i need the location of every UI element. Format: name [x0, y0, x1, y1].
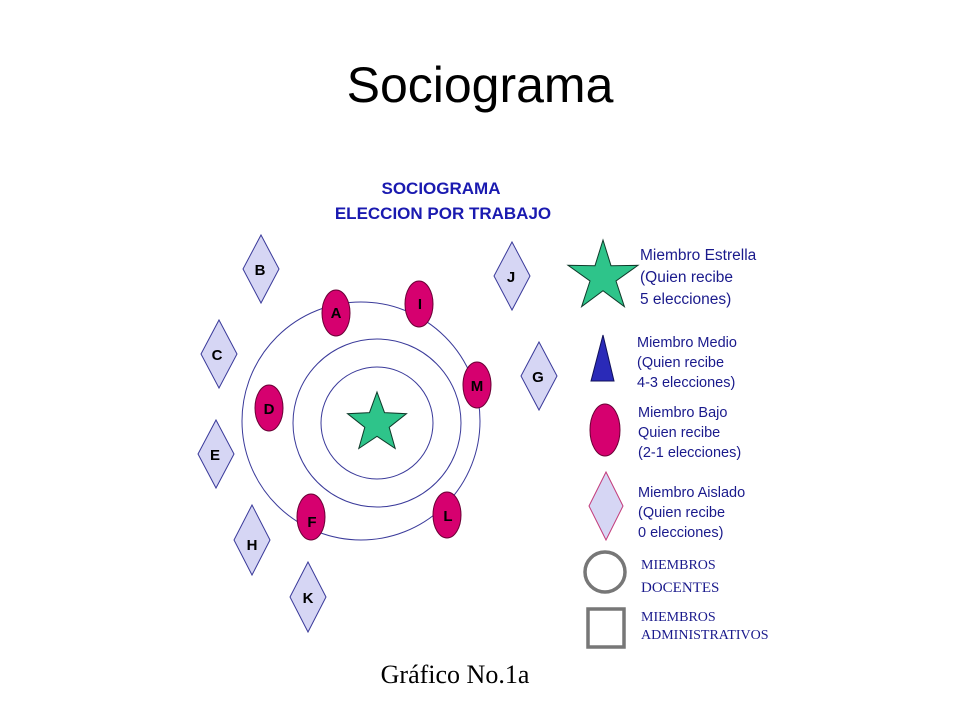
isolated-member-node-k: K	[289, 560, 327, 634]
legend-low-line3: (2-1 elecciones)	[638, 445, 741, 461]
figure-caption: Gráfico No.1a	[380, 660, 530, 689]
ellipse-icon	[321, 289, 351, 337]
outer-ring	[241, 301, 481, 541]
legend-item-star: Miembro Estrella (Quien recibe 5 eleccio…	[566, 238, 757, 309]
legend-admin-line1: MIEMBROS	[641, 610, 716, 625]
inner-ring	[320, 366, 434, 480]
legend-medium-line2: (Quien recibe	[637, 355, 724, 371]
diamond-icon	[588, 470, 624, 542]
middle-ring	[292, 338, 462, 508]
diamond-icon	[233, 503, 271, 577]
diamond-icon	[493, 240, 531, 312]
triangle-icon	[590, 334, 615, 382]
diamond-icon	[289, 560, 327, 634]
node-label: J	[507, 269, 515, 286]
node-label: H	[247, 537, 258, 554]
isolated-member-node-h: H	[233, 503, 271, 577]
square-icon	[586, 607, 626, 649]
low-member-node-d: D	[254, 384, 284, 432]
node-label: E	[210, 447, 220, 464]
legend-star-line1: Miembro Estrella	[640, 247, 757, 264]
legend-teachers-line2: DOCENTES	[641, 580, 719, 596]
isolated-member-node-j: J	[493, 240, 531, 312]
low-member-node-f: F	[296, 493, 326, 541]
node-label: L	[443, 508, 452, 525]
ellipse-icon	[296, 493, 326, 541]
legend-star-line2: (Quien recibe	[640, 269, 733, 286]
legend-item-medium: Miembro Medio (Quien recibe 4-3 eleccion…	[590, 334, 737, 391]
node-label: K	[303, 590, 314, 607]
isolated-member-node-g: G	[520, 340, 558, 412]
ellipse-icon	[589, 403, 621, 457]
legend-isolated-line3: 0 elecciones)	[638, 525, 723, 541]
legend-isolated-line1: Miembro Aislado	[638, 485, 745, 501]
legend-star-line3: 5 elecciones)	[640, 291, 731, 308]
legend-item-teachers: MIEMBROS DOCENTES	[583, 550, 719, 596]
diamond-icon	[520, 340, 558, 412]
legend-low-line1: Miembro Bajo	[638, 405, 727, 421]
diagram-heading-line1: SOCIOGRAMA	[382, 179, 501, 198]
node-label: A	[331, 305, 342, 322]
isolated-member-node-b: B	[242, 233, 280, 305]
circle-icon	[583, 550, 627, 594]
ellipse-icon	[404, 280, 434, 328]
diamond-icon	[197, 418, 235, 490]
legend-medium-line3: 4-3 elecciones)	[637, 375, 735, 391]
ellipse-icon	[432, 491, 462, 539]
legend-medium-line1: Miembro Medio	[637, 335, 737, 351]
node-label: F	[307, 514, 316, 531]
low-member-node-a: A	[321, 289, 351, 337]
low-member-node-i: I	[404, 280, 434, 328]
ellipse-icon	[462, 361, 492, 409]
diamond-icon	[242, 233, 280, 305]
node-label: I	[418, 296, 422, 313]
page-title: Sociograma	[346, 57, 614, 113]
diagram-heading-line2: ELECCION POR TRABAJO	[335, 204, 551, 223]
star-member-node	[346, 390, 408, 450]
node-label: D	[264, 401, 275, 418]
diamond-icon	[200, 318, 238, 390]
low-member-node-m: M	[462, 361, 492, 409]
legend: Miembro Estrella (Quien recibe 5 eleccio…	[566, 238, 769, 649]
legend-low-line2: Quien recibe	[638, 425, 720, 441]
node-label: C	[212, 347, 223, 364]
node-label: M	[471, 378, 484, 395]
legend-item-isolated: Miembro Aislado (Quien recibe 0 eleccion…	[588, 470, 745, 542]
isolated-member-node-c: C	[200, 318, 238, 390]
legend-item-low: Miembro Bajo Quien recibe (2-1 eleccione…	[589, 403, 741, 461]
legend-item-admin: MIEMBROS ADMINISTRATIVOS	[586, 607, 769, 649]
ellipse-icon	[254, 384, 284, 432]
node-label: B	[255, 262, 266, 279]
node-label: G	[532, 369, 544, 386]
legend-admin-line2: ADMINISTRATIVOS	[641, 628, 769, 643]
star-icon	[346, 390, 408, 450]
low-member-node-l: L	[432, 491, 462, 539]
legend-isolated-line2: (Quien recibe	[638, 505, 725, 521]
legend-teachers-line1: MIEMBROS	[641, 558, 716, 573]
isolated-member-node-e: E	[197, 418, 235, 490]
star-icon	[566, 238, 640, 309]
